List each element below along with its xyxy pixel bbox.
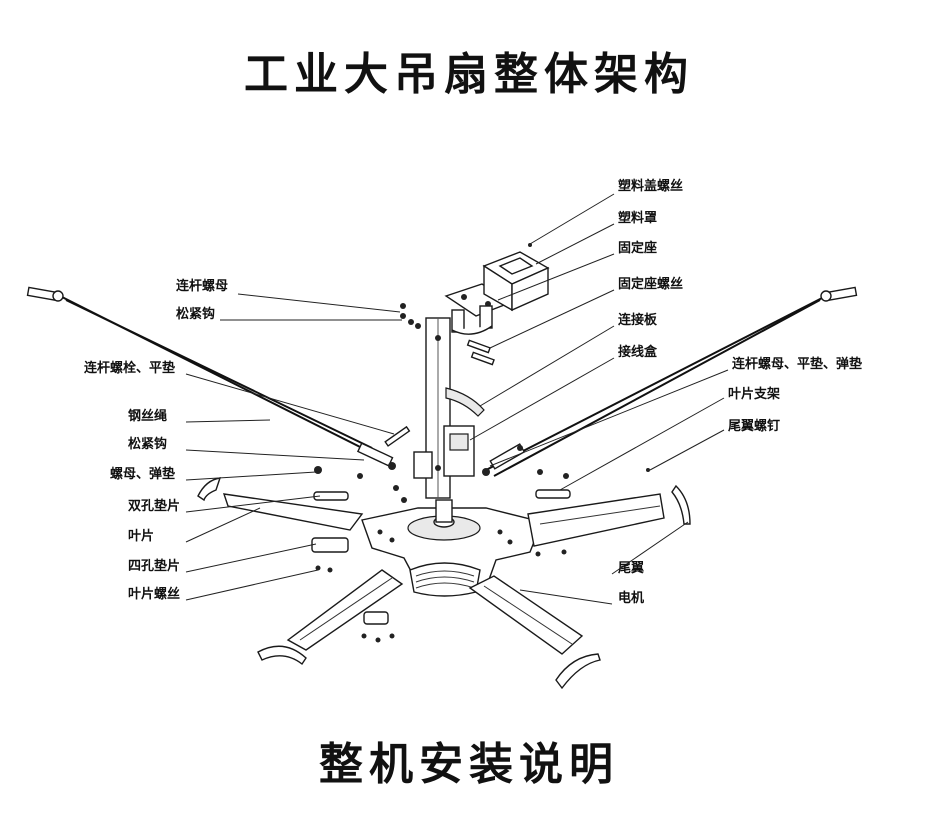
label-turnbuckle-top: 松紧钩	[176, 306, 215, 322]
link-nuts	[400, 303, 421, 329]
steel-cable-right	[485, 286, 858, 477]
steel-cable-left	[26, 286, 383, 459]
tail-fin-bottom-left	[257, 645, 307, 666]
plastic-cover	[482, 251, 550, 312]
label-blade-bracket: 叶片支架	[728, 386, 780, 402]
cover-screw	[528, 243, 532, 247]
label-turnbuckle: 松紧钩	[128, 436, 167, 452]
link-bolt	[384, 425, 411, 447]
blade-hub	[361, 499, 543, 589]
blade-bottom-right	[468, 575, 584, 655]
label-link-nut: 连杆螺母	[176, 278, 228, 294]
mounting-bracket	[444, 283, 514, 335]
label-plastic-cover: 塑料罩	[618, 210, 657, 226]
label-link-nut-washers: 连杆螺母、平垫、弹垫	[732, 356, 862, 372]
connecting-plate	[445, 387, 485, 417]
tail-fin-left	[197, 477, 222, 502]
double-hole-washer	[313, 489, 571, 501]
tail-fin-bottom-right	[555, 653, 601, 690]
label-plastic-cover-screw: 塑料盖螺丝	[618, 178, 683, 194]
turnbuckle-left	[356, 442, 396, 470]
leaders-right	[469, 193, 729, 605]
tail-fin-right	[671, 484, 691, 525]
label-double-hole-washer: 双孔垫片	[128, 498, 180, 514]
page-title: 工业大吊扇整体架构	[244, 49, 694, 100]
label-link-bolt-washer: 连杆螺栓、平垫	[84, 360, 175, 376]
label-nut-spring-washer: 螺母、弹垫	[110, 466, 175, 482]
nuts-washers	[314, 445, 650, 503]
label-blade-screw: 叶片螺丝	[128, 586, 180, 602]
bracket-screws	[466, 339, 495, 366]
label-mounting-bracket: 固定座	[618, 240, 657, 256]
label-bracket-screw: 固定座螺丝	[618, 276, 683, 292]
blade-right	[527, 493, 665, 547]
label-connecting-plate: 连接板	[618, 312, 658, 328]
footer-title: 整机安装说明	[319, 739, 619, 790]
junction-box	[413, 425, 475, 479]
label-tail-fin: 尾翼	[618, 561, 644, 576]
motor	[409, 562, 481, 597]
label-junction-box: 接线盒	[618, 344, 658, 360]
label-four-hole-washer: 四孔垫片	[128, 558, 180, 574]
label-steel-cable: 钢丝绳	[128, 408, 167, 424]
label-tail-fin-screw: 尾翼螺钉	[728, 418, 780, 434]
leaders-left	[185, 293, 402, 601]
label-motor: 电机	[618, 590, 644, 606]
blade-bottom-left	[286, 569, 404, 651]
label-blade: 叶片	[128, 528, 154, 544]
blade-screws	[315, 549, 567, 643]
